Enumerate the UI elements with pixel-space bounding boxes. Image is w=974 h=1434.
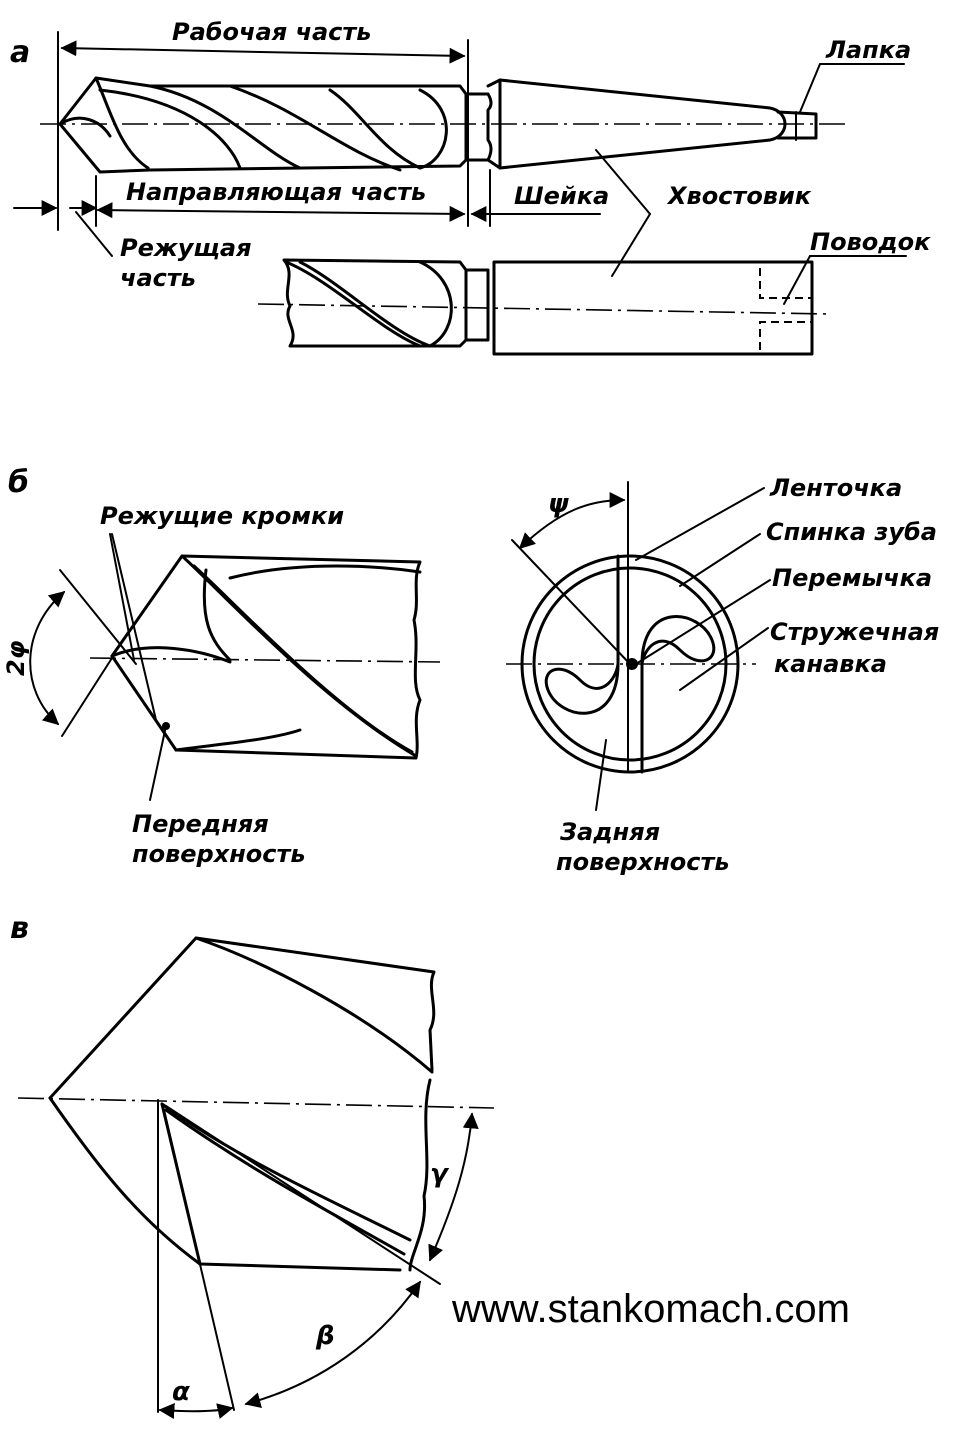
cyl-flute-curve [418,260,453,348]
angle-psi-leg [511,539,631,665]
label-cutting-part-line1: Режущая [120,234,252,262]
dim-guide-part [96,202,466,222]
angle-2phi-arc [29,590,66,726]
angle-gamma-arc [428,1112,479,1262]
front-surface-dot [162,722,170,730]
leader-web [635,579,771,665]
label-angle-psi: ψ [548,489,569,519]
label-back-surface-line1: Задняя [559,818,660,846]
label-cutting-edges: Режущие кромки [100,502,344,530]
cyl-flute-2 [298,260,432,348]
web-center [626,658,638,670]
label-flute-line2: канавка [774,650,887,678]
leader-shank-upper [595,149,651,215]
leader-cutting-edge-1 [109,533,135,661]
upper-flute-edge [194,936,434,1074]
label-land: Спинка зуба [766,518,937,546]
cyl-drill-body [282,258,468,348]
leader-cutting-part [75,211,113,257]
drill-axis-b [89,657,441,663]
cyl-flute-1 [284,260,422,348]
label-web: Перемычка [772,564,932,592]
label-working-part: Рабочая часть [172,18,371,46]
lower-flute-edge-2 [164,1108,406,1256]
tip-lower-outline [48,1096,202,1266]
leader-tang [799,63,821,113]
flute-right [640,615,716,666]
chisel-edge-a [58,116,112,138]
panel-a-drill-parts: а Рабочая часть Лапка Направляющая ча [10,18,931,356]
label-front-surface-line1: Передняя [132,810,269,838]
flute-edge-2 [98,88,242,170]
leader-back-surface [595,739,607,811]
flute-margin-2 [192,564,414,754]
taper-shank [498,78,787,170]
driver-hidden-2 [759,321,812,350]
drill-tip-side [110,554,422,760]
leader-cutting-edge-2 [111,533,157,721]
label-angle-gamma: γ [430,1159,450,1189]
leader-margin [635,487,765,561]
label-driver: Поводок [810,228,931,256]
lower-flute-edge-1 [160,1102,412,1242]
leader-front-surface [149,725,167,801]
flute-left [544,662,620,715]
drill-axis-a2 [257,303,831,315]
label-guide-part: Направляющая часть [126,178,426,206]
end-view-outer-circle [520,554,740,774]
label-back-surface-line2: поверхность [556,848,730,876]
panel-b-label: б [8,465,29,500]
flute-lower-curve [174,728,302,752]
drill-working-body [58,76,468,174]
label-front-surface-line2: поверхность [132,840,306,868]
cyl-shank [492,260,814,356]
drill-axis-c [17,1097,495,1109]
neck-profile [464,92,493,162]
label-flute-line1: Стружечная [770,618,939,646]
alpha-line [163,1109,235,1411]
cutting-lip-lower [110,654,178,752]
label-angle-2phi: 2φ [2,640,30,676]
tip-upper-outline [48,936,436,1100]
end-view-margin-circle [532,566,728,762]
cyl-neck [464,268,490,342]
label-cutting-part-line2: часть [120,264,196,292]
body-broken-edge [408,1078,432,1272]
flute-curve-end [418,88,448,170]
rake-line [165,1105,441,1285]
flute-edge-5 [328,88,422,170]
flute-bottom-line [198,1262,402,1272]
flute-edge-4 [228,84,402,172]
driver-hidden-1 [759,268,812,299]
dim-working-part [60,40,466,64]
panel-a-label: а [10,35,30,70]
label-shank: Хвостовик [666,182,812,210]
flute-heel-1 [202,568,232,662]
angle-2phi-leg-2 [61,657,113,737]
leader-shank-lower [611,213,651,277]
panel-c-drill-angles: в γ β α [10,911,495,1419]
label-neck: Шейка [514,182,609,210]
leader-driver [783,255,811,305]
angle-2phi-leg-1 [59,569,137,665]
flute-edge-1 [94,76,150,170]
leader-land [679,533,761,587]
angle-beta-arc [244,1280,421,1408]
label-margin: Ленточка [769,474,902,502]
label-tang: Лапка [825,36,911,64]
neck-shoulder [486,78,502,170]
angle-alpha-arc [158,1402,234,1419]
label-angle-alpha: α [172,1377,190,1407]
flute-edge-3 [148,84,302,170]
panel-c-label: в [10,911,29,946]
flute-heel-2 [228,564,422,580]
leader-flute [679,627,769,691]
label-angle-beta: β [315,1321,335,1351]
panel-b-drill-elements: б Режущие кромки 2φ Передняя поверхность [2,465,939,876]
watermark-url: www.stankomach.com [451,1287,850,1331]
angle-psi-arc [518,492,626,550]
